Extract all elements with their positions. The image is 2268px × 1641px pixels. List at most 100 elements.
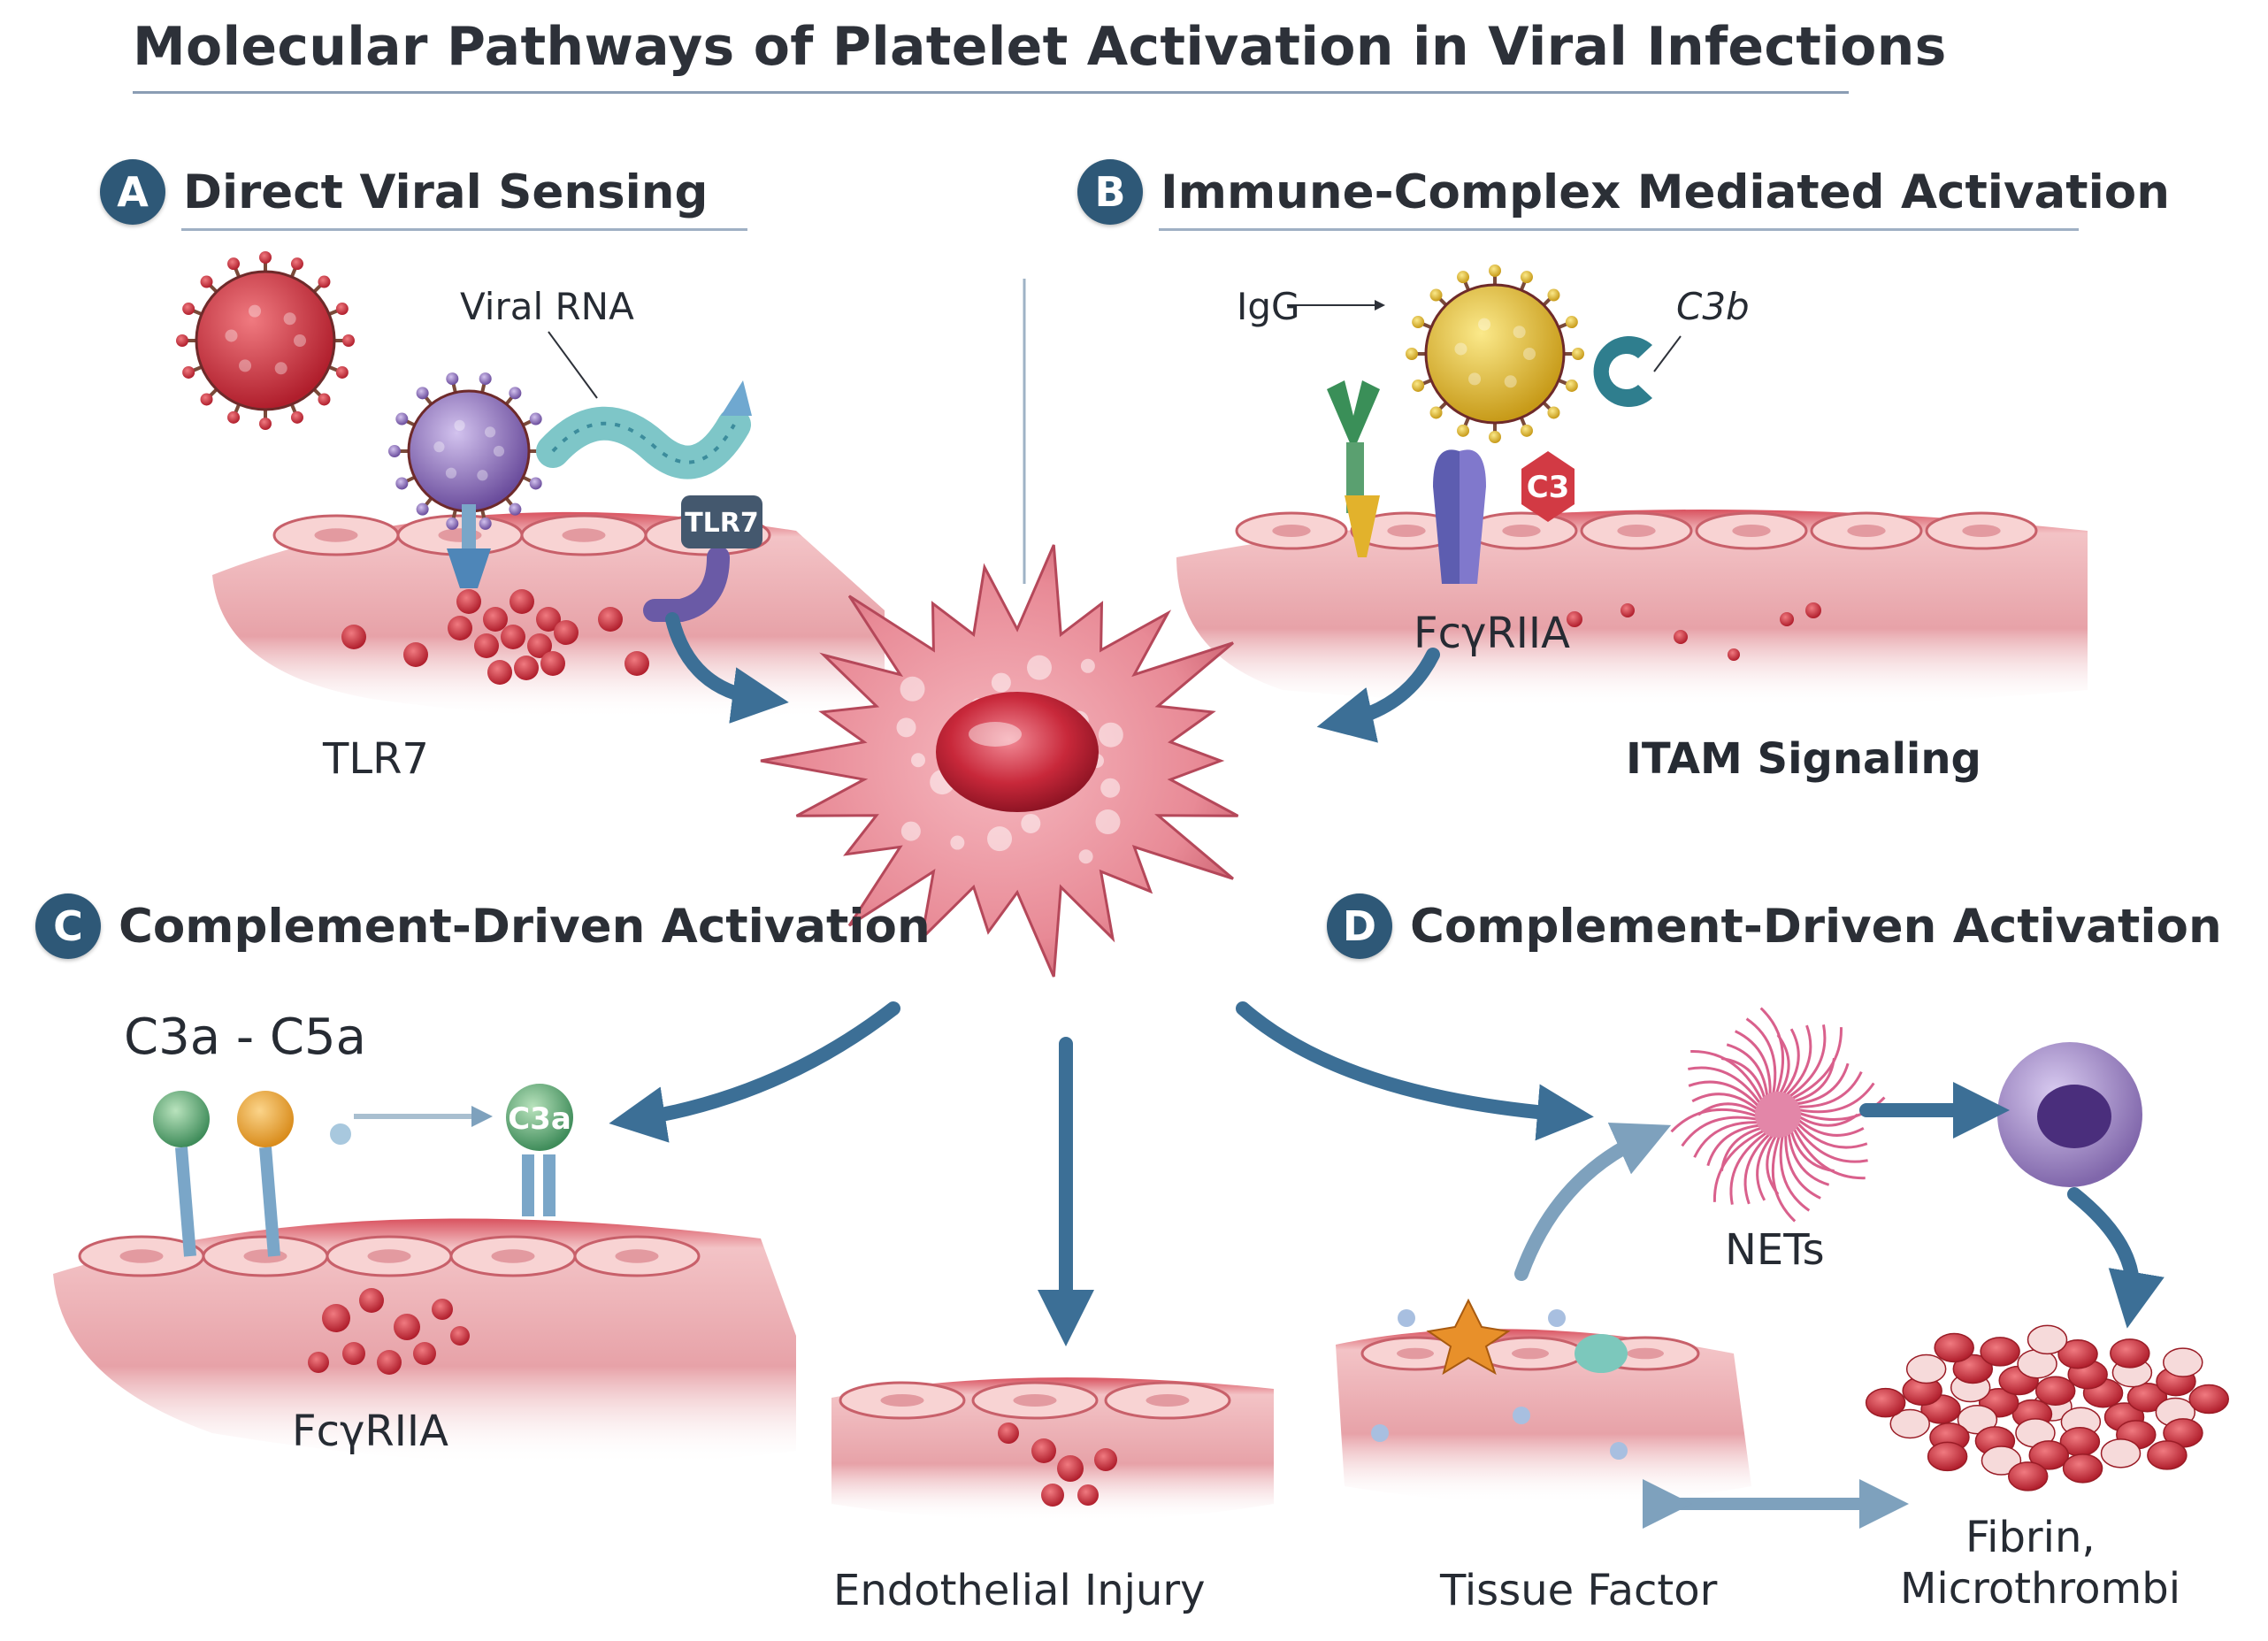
section-a-rule <box>181 228 747 231</box>
net-strand <box>1792 1062 1850 1106</box>
red-blood-cell <box>501 625 525 649</box>
virus-spot <box>274 362 287 375</box>
platelet-granule <box>900 821 921 841</box>
vessel-c-wall <box>53 1218 796 1465</box>
red-blood-cell <box>1031 1438 1056 1463</box>
virus-spike-tip <box>479 517 492 530</box>
nets-label: NETs <box>1725 1225 1825 1275</box>
virus-spike-tip <box>200 393 213 406</box>
net-strand <box>1766 1131 1780 1195</box>
virus-body <box>1424 283 1566 425</box>
virus-spot <box>293 334 307 348</box>
virus-spot <box>1477 318 1491 331</box>
antibody-arm <box>1327 380 1380 451</box>
tissue-factor-particle <box>1610 1442 1628 1460</box>
net-strand <box>1776 1034 1790 1098</box>
virus-spike-tip <box>182 365 195 379</box>
fcyriia-receptor-left <box>1433 449 1460 584</box>
section-b-title: Immune-Complex Mediated Activation <box>1161 165 2170 219</box>
neutrophil-nucleus <box>2037 1085 2111 1148</box>
net-strand <box>1787 1129 1830 1186</box>
virus-spike-tip <box>176 334 188 347</box>
virus-spike-tip <box>529 412 542 426</box>
virus-spike-tip <box>416 387 429 400</box>
platelet-granule <box>900 676 925 702</box>
virus-spot <box>225 329 238 342</box>
virus-spike-tip <box>318 275 331 288</box>
receptor-stalk <box>259 1146 280 1257</box>
platelet-granule <box>1078 849 1093 864</box>
section-d-heading: D Complement-Driven Activation <box>1327 893 2222 959</box>
virus-spot <box>1454 342 1467 356</box>
tlr7-label: TLR7 <box>323 734 429 784</box>
net-strand <box>1792 1122 1868 1163</box>
cell-nucleus <box>1732 525 1771 537</box>
igg-label: IgG <box>1237 285 1300 328</box>
virus-spike-tip <box>1565 316 1578 329</box>
net-strand <box>1688 1066 1764 1108</box>
virus-spike-tip <box>318 393 331 406</box>
virus-spike-tip <box>1547 288 1560 302</box>
pathway-arrows <box>609 279 2165 1529</box>
receptor-stalk <box>543 1154 556 1216</box>
red-blood-cell <box>536 607 561 632</box>
net-strand <box>1726 1043 1769 1100</box>
receptor-icon-c: C3a <box>153 1084 573 1257</box>
virus-spike-tip <box>479 372 492 386</box>
red-blood-cell <box>487 660 512 685</box>
vessel-d-wall <box>1336 1329 1751 1504</box>
virus-spike-tip <box>416 502 429 516</box>
section-c-badge: C <box>35 893 101 959</box>
virus-spike-tip <box>227 410 241 424</box>
endothelial-injury-label: Endothelial Injury <box>833 1566 1206 1615</box>
tissue-factor-particle <box>1513 1407 1530 1424</box>
net-strand <box>1721 1057 1767 1103</box>
thrombus-cell <box>1952 1353 1994 1384</box>
net-strand <box>1690 1049 1766 1105</box>
net-strand <box>1782 1024 1812 1100</box>
c3-hexagon <box>1521 451 1575 522</box>
red-blood-cell <box>448 616 472 640</box>
cell-nucleus <box>1512 1347 1549 1360</box>
virus-spike-tip <box>335 303 349 316</box>
tissue-factor-particle <box>1548 1309 1566 1327</box>
cell-nucleus <box>119 1249 164 1263</box>
cell-nucleus <box>1627 1347 1664 1360</box>
red-blood-cell <box>483 607 508 632</box>
cell-nucleus <box>562 528 606 542</box>
title-underline <box>133 91 1849 94</box>
virus-spike-tip <box>446 517 459 530</box>
c3a-c5a-label: C3a - C5a <box>124 1008 366 1066</box>
virus-spike-tip <box>1565 379 1578 392</box>
net-strand <box>1743 1130 1774 1205</box>
virus-spot <box>433 441 445 453</box>
cell-nucleus <box>1397 1347 1434 1360</box>
thrombus-cell <box>2188 1384 2229 1415</box>
section-a-badge: A <box>100 159 165 225</box>
cell-nucleus <box>491 1249 535 1263</box>
net-strand <box>1793 1119 1868 1149</box>
virus-spike-tip <box>446 372 459 386</box>
platelet-granule <box>987 826 1013 852</box>
virus-spike-tip <box>259 418 272 430</box>
arrow-b-to-platelet <box>1316 648 1440 743</box>
c3b-pointer <box>1653 335 1682 372</box>
virus-spot <box>283 312 296 326</box>
platelet-granule <box>911 753 926 768</box>
c3-hexagon-text: C3 <box>1527 470 1570 505</box>
net-strand <box>1779 1028 1800 1099</box>
net-strand <box>1789 1057 1835 1104</box>
vessel-c <box>53 1218 796 1465</box>
receptor-stalk <box>175 1146 196 1257</box>
thrombus-cell <box>1905 1353 1947 1384</box>
virus-spot <box>454 419 465 432</box>
cell-nucleus <box>1387 525 1426 537</box>
red-blood-cell <box>998 1422 1019 1444</box>
net-strand <box>1693 1121 1763 1158</box>
net-strand <box>1712 1127 1768 1202</box>
red-blood-cell <box>1567 611 1582 627</box>
virus-spike-tip <box>1412 316 1425 329</box>
section-a-title: Direct Viral Sensing <box>183 165 709 219</box>
section-b-heading: B Immune-Complex Mediated Activation <box>1077 159 2170 225</box>
